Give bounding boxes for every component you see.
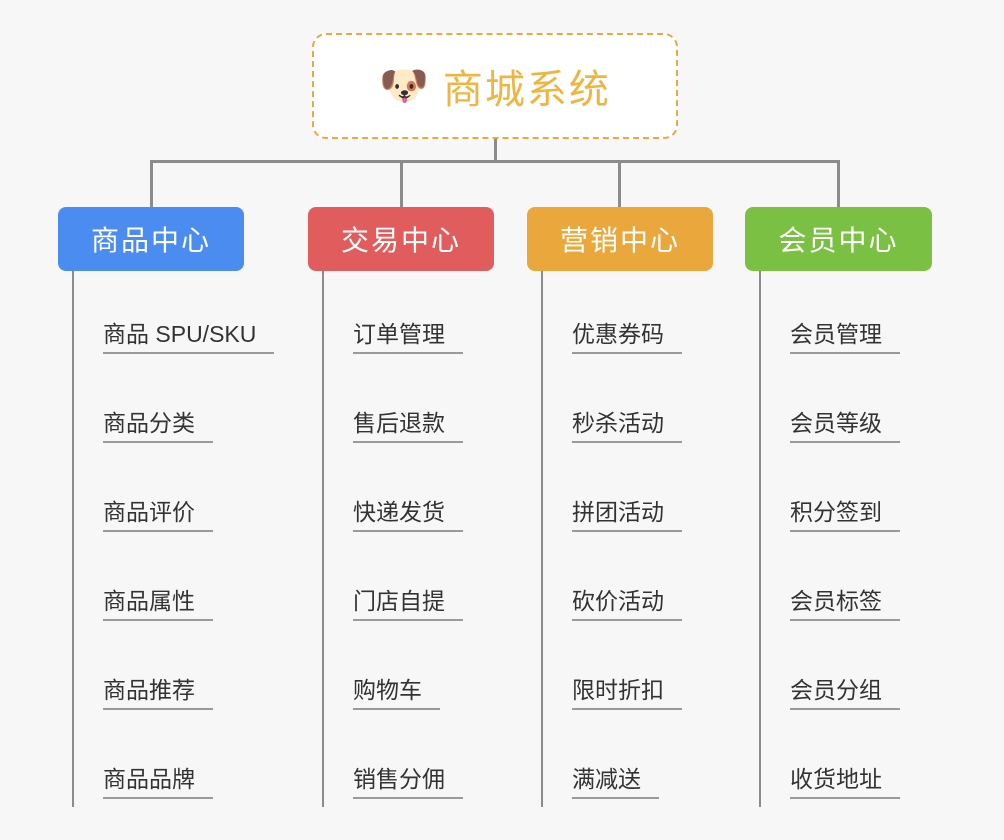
connector-drop-trade-center: [400, 160, 403, 207]
list-item[interactable]: 满减送: [541, 716, 682, 805]
list-item[interactable]: 商品 SPU/SKU: [72, 271, 275, 360]
category-title: 营销中心: [559, 225, 680, 256]
list-item[interactable]: 订单管理: [322, 271, 463, 360]
root-node[interactable]: 🐶 商城系统: [312, 33, 678, 139]
connector-root-stem: [494, 139, 497, 163]
category-header-member-center[interactable]: 会员中心: [745, 207, 932, 271]
list-item[interactable]: 会员管理: [759, 271, 900, 360]
leaf-label: 收货地址: [790, 766, 900, 799]
root-title: 商城系统: [442, 68, 611, 112]
leaf-label: 商品 SPU/SKU: [103, 321, 275, 354]
leaf-label: 会员标签: [790, 588, 900, 621]
leaf-label: 积分签到: [790, 499, 900, 532]
list-item[interactable]: 门店自提: [322, 538, 463, 627]
leaf-label: 门店自提: [353, 588, 463, 621]
column-spine: [322, 271, 324, 807]
column-spine: [759, 271, 761, 807]
leaf-label: 优惠券码: [572, 321, 682, 354]
list-item[interactable]: 商品评价: [72, 449, 274, 538]
leaf-label: 售后退款: [353, 410, 463, 443]
list-item[interactable]: 收货地址: [759, 716, 900, 805]
leaf-label: 快递发货: [353, 499, 463, 532]
list-item[interactable]: 积分签到: [759, 449, 900, 538]
category-header-product-center[interactable]: 商品中心: [58, 207, 244, 271]
connector-drop-product-center: [150, 160, 153, 207]
connector-drop-marketing-center: [618, 160, 621, 207]
category-header-marketing-center[interactable]: 营销中心: [527, 207, 713, 271]
leaf-label: 商品品牌: [103, 766, 213, 799]
list-item[interactable]: 销售分佣: [322, 716, 463, 805]
leaf-label: 商品推荐: [103, 677, 213, 710]
list-item[interactable]: 优惠券码: [541, 271, 682, 360]
list-item[interactable]: 商品品牌: [72, 716, 274, 805]
category-header-trade-center[interactable]: 交易中心: [308, 207, 494, 271]
list-item[interactable]: 拼团活动: [541, 449, 682, 538]
leaf-label: 满减送: [572, 766, 659, 799]
leaf-label: 秒杀活动: [572, 410, 682, 443]
list-item[interactable]: 会员标签: [759, 538, 900, 627]
column-spine: [541, 271, 543, 807]
leaf-label: 商品属性: [103, 588, 213, 621]
list-item[interactable]: 会员等级: [759, 360, 900, 449]
leaf-label: 限时折扣: [572, 677, 682, 710]
connector-horizontal-bus: [150, 160, 840, 163]
list-item[interactable]: 售后退款: [322, 360, 463, 449]
leaf-label: 销售分佣: [353, 766, 463, 799]
column-marketing-center: 营销中心 优惠券码 秒杀活动 拼团活动 砍价活动 限时折扣 满减送: [527, 207, 713, 807]
leaf-list: 订单管理 售后退款 快递发货 门店自提 购物车 销售分佣: [322, 271, 463, 805]
list-item[interactable]: 商品分类: [72, 360, 274, 449]
leaf-label: 拼团活动: [572, 499, 682, 532]
leaf-label: 会员管理: [790, 321, 900, 354]
list-item[interactable]: 限时折扣: [541, 627, 682, 716]
leaf-list: 商品 SPU/SKU 商品分类 商品评价 商品属性 商品推荐 商品品牌: [72, 271, 275, 805]
leaf-label: 商品分类: [103, 410, 213, 443]
leaf-label: 商品评价: [103, 499, 213, 532]
leaf-label: 购物车: [353, 677, 440, 710]
leaf-label: 会员分组: [790, 677, 900, 710]
connector-drop-member-center: [837, 160, 840, 207]
list-item[interactable]: 购物车: [322, 627, 463, 716]
column-member-center: 会员中心 会员管理 会员等级 积分签到 会员标签 会员分组 收货地址: [745, 207, 932, 807]
list-item[interactable]: 商品属性: [72, 538, 274, 627]
column-spine: [72, 271, 74, 807]
leaf-list: 会员管理 会员等级 积分签到 会员标签 会员分组 收货地址: [759, 271, 900, 805]
list-item[interactable]: 秒杀活动: [541, 360, 682, 449]
list-item[interactable]: 砍价活动: [541, 538, 682, 627]
list-item[interactable]: 商品推荐: [72, 627, 274, 716]
category-title: 商品中心: [90, 225, 211, 256]
leaf-label: 会员等级: [790, 410, 900, 443]
category-title: 交易中心: [340, 225, 461, 256]
shiba-dog-face-icon: 🐶: [379, 64, 429, 108]
column-trade-center: 交易中心 订单管理 售后退款 快递发货 门店自提 购物车 销售分佣: [308, 207, 494, 807]
list-item[interactable]: 快递发货: [322, 449, 463, 538]
leaf-label: 砍价活动: [572, 588, 682, 621]
column-product-center: 商品中心 商品 SPU/SKU 商品分类 商品评价 商品属性 商品推荐 商品品牌: [58, 207, 275, 807]
leaf-list: 优惠券码 秒杀活动 拼团活动 砍价活动 限时折扣 满减送: [541, 271, 682, 805]
category-title: 会员中心: [778, 225, 899, 256]
leaf-label: 订单管理: [353, 321, 463, 354]
list-item[interactable]: 会员分组: [759, 627, 900, 716]
